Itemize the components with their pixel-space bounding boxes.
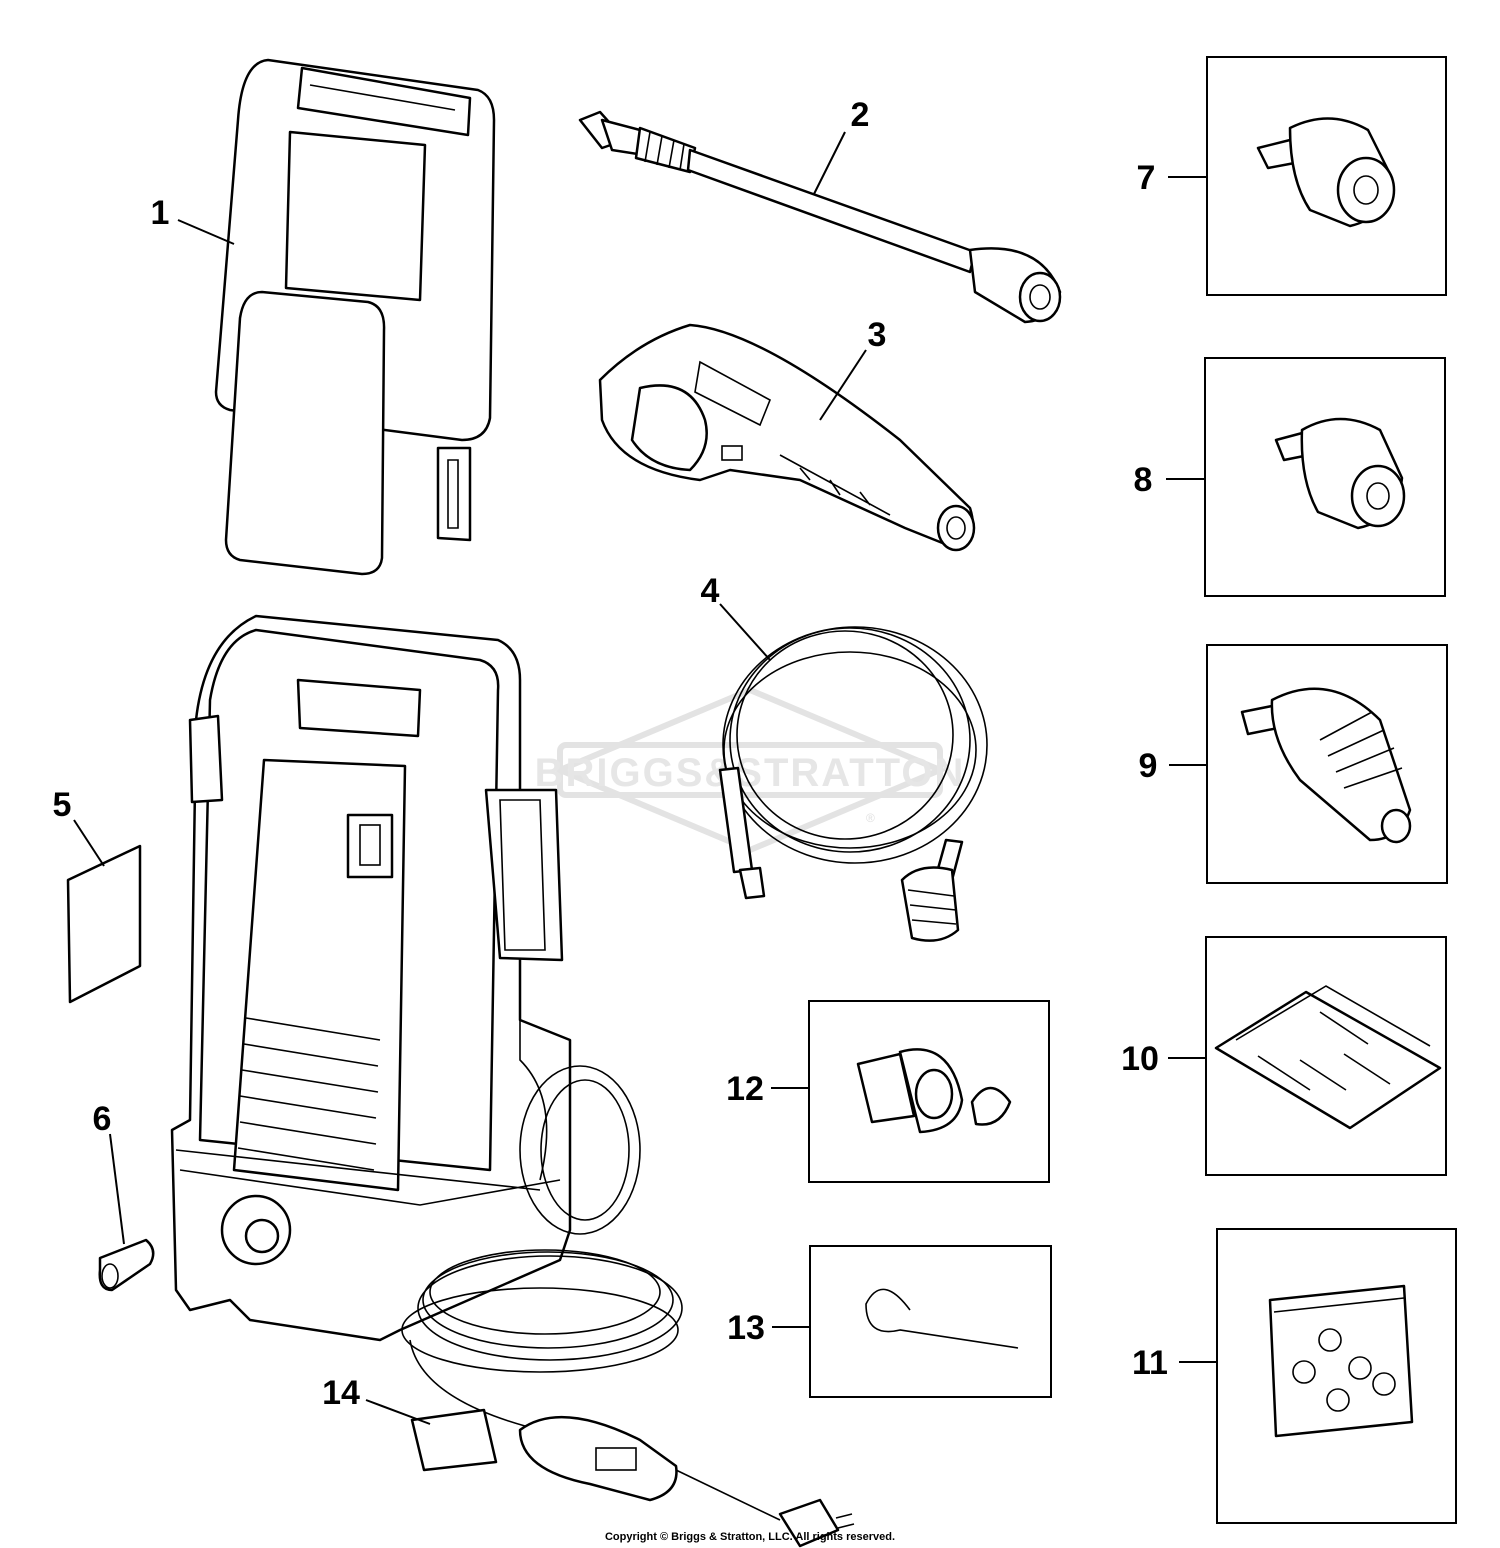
brand-watermark: BRIGGS&STRATTON ® [535,686,966,854]
part-10-box [1205,936,1447,1176]
svg-text:®: ® [866,811,875,825]
part-4-high-pressure-hose [718,626,988,942]
part-7-box [1206,56,1447,296]
callout-labels: 1 2 3 4 5 6 7 8 9 10 11 12 13 14 [53,96,1168,1412]
part-14-power-cord [401,1249,855,1548]
part-8-box [1204,357,1446,597]
part-1-handle-cover [214,58,496,576]
callout-8: 8 [1134,461,1153,499]
part-11-box [1216,1228,1457,1524]
part-2-wand [578,110,1062,324]
part-6-nozzle [98,1238,155,1292]
callout-6: 6 [93,1100,112,1138]
callout-12: 12 [726,1070,764,1108]
callout-9: 9 [1139,747,1158,785]
callout-4: 4 [701,572,720,610]
watermark-text: BRIGGS&STRATTON [535,751,966,795]
callout-11: 11 [1132,1344,1168,1382]
part-9-box [1206,644,1448,884]
callout-14: 14 [322,1374,360,1412]
part-3-spray-gun [598,323,976,552]
callout-1: 1 [151,194,170,232]
callout-13: 13 [727,1309,765,1347]
main-unit-body [170,614,641,1342]
leader-lines [73,131,1217,1425]
callout-2: 2 [851,96,870,134]
part-12-box [808,1000,1050,1183]
part-13-box [809,1245,1052,1398]
callout-5: 5 [53,786,72,824]
part-5-label-sheet [66,844,142,1004]
callout-7: 7 [1137,159,1156,197]
callout-10: 10 [1121,1040,1159,1078]
callout-3: 3 [868,316,887,354]
copyright-notice: Copyright © Briggs & Stratton, LLC. All … [605,1531,895,1543]
